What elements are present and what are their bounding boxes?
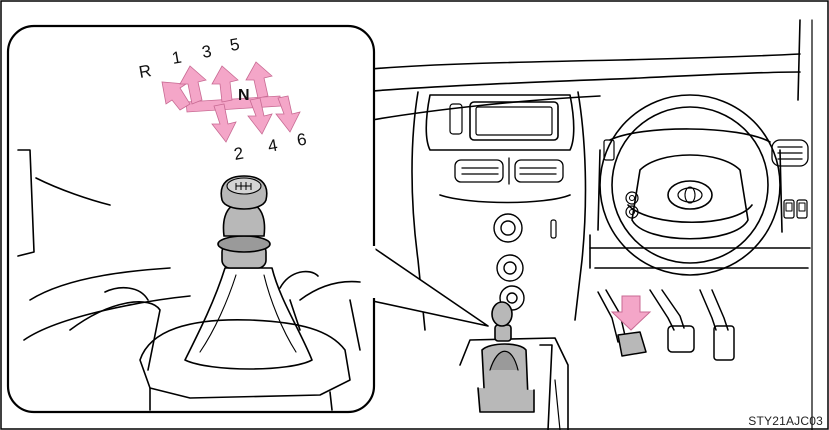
- gear-label-neutral: N: [238, 87, 250, 104]
- figure-code: STY21AJC03: [748, 414, 823, 428]
- zoom-inset: R 1 3 5 N 2 4 6: [8, 26, 374, 412]
- gear-knob: [218, 176, 270, 268]
